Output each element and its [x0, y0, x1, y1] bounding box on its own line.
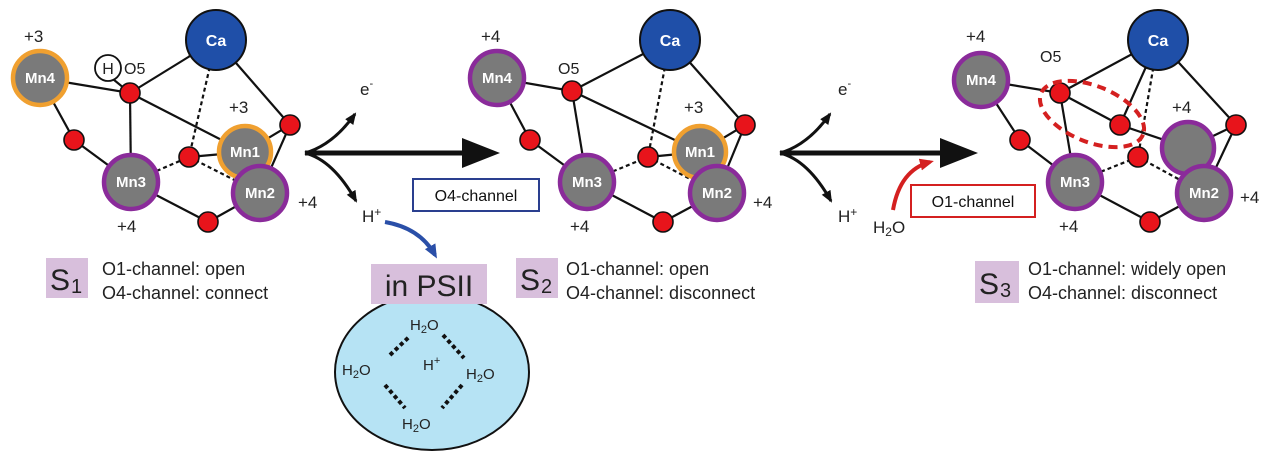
calcium-atom [639, 9, 701, 71]
o5-label: O5 [124, 61, 145, 78]
mn3-oxidation: +4 [570, 217, 589, 236]
mn3-atom [1045, 152, 1105, 212]
water-molecule: H2O [342, 362, 371, 381]
mn3-atom [557, 152, 617, 212]
water-molecule: H2O [466, 366, 495, 385]
electron-label: e- [838, 78, 851, 99]
mn4-atom [951, 50, 1011, 110]
o4-channel-label: O4-channel [435, 188, 518, 205]
mn1-oxidation: +4 [1172, 98, 1191, 117]
hydrogen-atom [94, 54, 122, 82]
mn4-atom [467, 48, 527, 108]
mn2-oxidation: +4 [298, 193, 317, 212]
oxygen-atom [519, 129, 541, 151]
s2-cluster: Mn4 Mn1 Mn3 Mn2 Ca O5 +4 +3 +4 +4 [467, 9, 772, 236]
psii-title: in PSII [385, 270, 473, 303]
mn1-oxidation: +3 [229, 98, 248, 117]
proton-label: H+ [838, 205, 857, 226]
calcium-atom [185, 9, 247, 71]
o5-label: O5 [1040, 49, 1061, 66]
mn4-label: Mn4 [482, 70, 513, 87]
state-subscript: 1 [71, 276, 82, 298]
mn2-label: Mn2 [245, 185, 275, 202]
mn2-label: Mn2 [1189, 185, 1219, 202]
oxygen-atom [119, 82, 141, 104]
mn4-atom [10, 48, 70, 108]
oxygen-atom [178, 146, 200, 168]
s2-o1-channel-status: O1-channel: open [566, 259, 709, 279]
state-subscript: 2 [541, 276, 552, 298]
mn3-label: Mn3 [572, 174, 602, 191]
water-label: H2O [873, 218, 905, 239]
mn4-oxidation: +3 [24, 27, 43, 46]
mn1-label: Mn1 [685, 144, 715, 161]
state-letter: S [979, 268, 999, 301]
mn4-oxidation: +4 [481, 27, 500, 46]
oxygen-atom [1009, 129, 1031, 151]
o5-label: O5 [558, 61, 579, 78]
oxygen-atom [63, 129, 85, 151]
mn2-label: Mn2 [702, 185, 732, 202]
mn1-oxidation: +3 [684, 98, 703, 117]
oxygen-atom [1127, 146, 1149, 168]
s1-o1-channel-status: O1-channel: open [102, 259, 245, 279]
s3-o4-channel-status: O4-channel: disconnect [1028, 283, 1217, 303]
proton-in-pool: H+ [423, 355, 440, 374]
oxygen-atom [561, 80, 583, 102]
mn4-label: Mn4 [25, 70, 56, 87]
o1-channel-box [910, 184, 1036, 218]
state-letter: S [50, 264, 70, 297]
oxygen-atom [1225, 114, 1247, 136]
calcium-atom [1127, 9, 1189, 71]
oxygen-atom [652, 211, 674, 233]
mn2-oxidation: +4 [753, 193, 772, 212]
oxygen-atom [279, 114, 301, 136]
s1-o4-channel-status: O4-channel: connect [102, 283, 268, 303]
mn3-oxidation: +4 [1059, 217, 1078, 236]
s2-o4-channel-status: O4-channel: disconnect [566, 283, 755, 303]
water-molecule: H2O [402, 416, 431, 435]
transition-s1-s2: e- H+ O4-channel [304, 78, 540, 259]
oxygen-atom [197, 211, 219, 233]
oxygen-atom [1109, 114, 1131, 136]
s3-o1-channel-status: O1-channel: widely open [1028, 259, 1226, 279]
state-letter: S [520, 264, 540, 297]
transition-s2-s3: e- H+ H2O O1-channel [779, 78, 1036, 239]
oxygen-atom [734, 114, 756, 136]
mn4-oxidation: +4 [966, 27, 985, 46]
psii-water-pool: in PSII H2O H2O H2O H2O H+ [334, 264, 530, 451]
mn3-label: Mn3 [116, 174, 146, 191]
mn2-atom [230, 163, 290, 223]
mn3-atom [101, 152, 161, 212]
water-molecule: H2O [410, 317, 439, 336]
ca-label: Ca [206, 33, 227, 50]
mn2-oxidation: +4 [1240, 188, 1259, 207]
o4-channel-box [412, 178, 540, 212]
s2-state-label: S 2 O1-channel: open O4-channel: disconn… [516, 258, 755, 303]
mn3-oxidation: +4 [117, 217, 136, 236]
electron-label: e- [360, 78, 373, 99]
s3-state-label: S 3 O1-channel: widely open O4-channel: … [975, 259, 1226, 303]
proton-label: H+ [362, 205, 381, 226]
mn2-atom [687, 163, 747, 223]
ca-label: Ca [660, 33, 681, 50]
hydrogen-label: H [102, 61, 114, 78]
s3-cluster: Mn4 Mn3 Mn2 Ca O5 +4 +4 +4 +4 [951, 9, 1259, 236]
mn4-label: Mn4 [966, 72, 997, 89]
mn3-label: Mn3 [1060, 174, 1090, 191]
oxygen-atom [1139, 211, 1161, 233]
s1-cluster: Mn4 Mn1 Mn3 Mn2 Ca H O5 +3 +3 +4 +4 [10, 9, 317, 236]
state-subscript: 3 [1000, 280, 1011, 302]
oxygen-atom [637, 146, 659, 168]
oxygen-atom [1049, 82, 1071, 104]
s1-state-label: S 1 O1-channel: open O4-channel: connect [46, 258, 268, 303]
mn1-label: Mn1 [230, 144, 260, 161]
o1-channel-label: O1-channel [932, 194, 1015, 211]
ca-label: Ca [1148, 33, 1169, 50]
mn2-atom [1174, 163, 1234, 223]
o5-channel-highlight [1037, 78, 1147, 150]
